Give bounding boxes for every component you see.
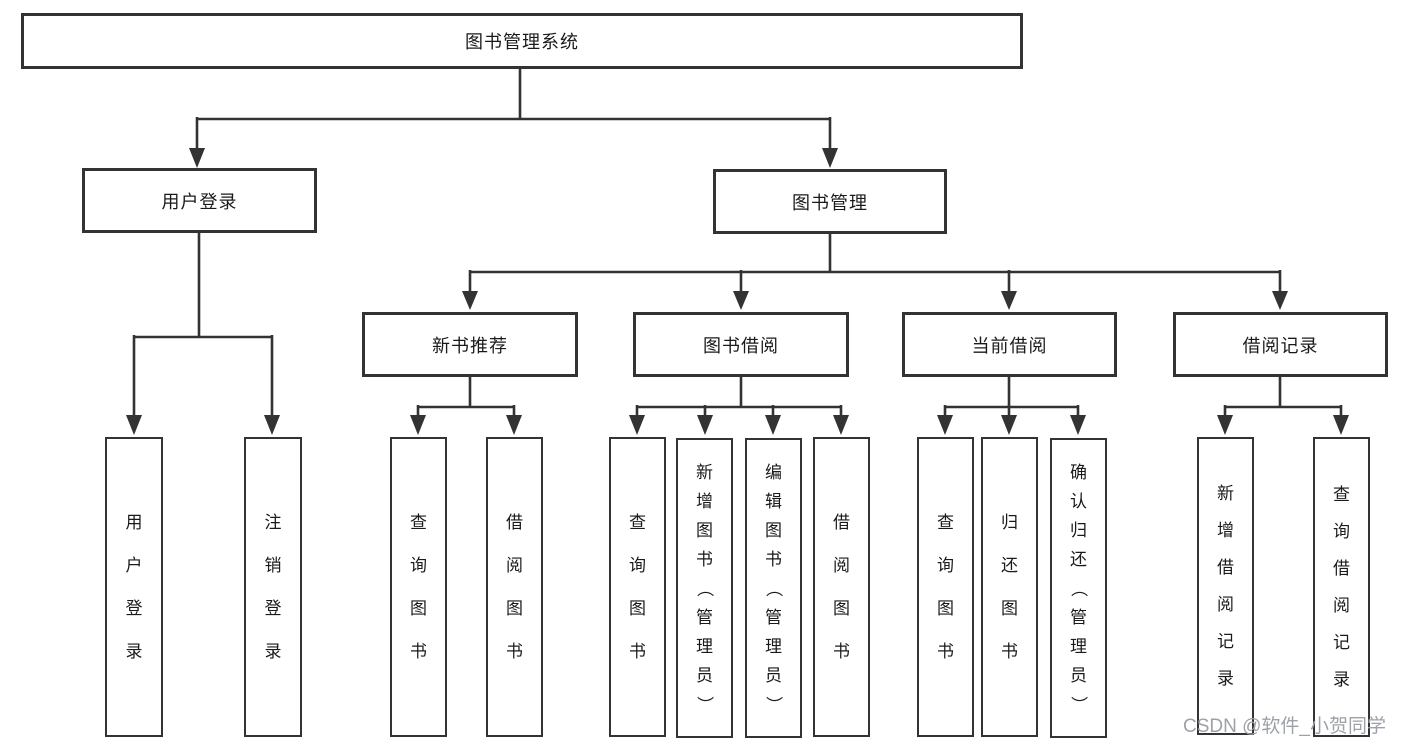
leaf-logout: 注销登录 <box>244 437 302 737</box>
node-book-borrow: 图书借阅 <box>633 312 849 377</box>
connector-records-children <box>1217 377 1349 435</box>
csdn-watermark: CSDN @软件_小贺同学 <box>1183 716 1386 737</box>
leaf-user-login: 用户登录 <box>105 437 163 737</box>
node-book-management: 图书管理 <box>713 169 947 234</box>
connector-borrow-children <box>629 377 849 435</box>
leaf-borrow-query-books: 查询图书 <box>609 437 666 737</box>
connector-bookmgmt-children <box>462 234 1288 310</box>
connector-root-to-level2 <box>189 68 838 168</box>
connector-newbook-children <box>410 377 522 435</box>
leaf-current-query-books: 查询图书 <box>917 437 974 737</box>
node-current-borrow: 当前借阅 <box>902 312 1117 377</box>
leaf-records-add-record: 新增借阅记录 <box>1197 437 1254 735</box>
leaf-borrow-add-books-admin: 新增图书（管理员） <box>676 438 733 738</box>
leaf-newbook-query-books: 查询图书 <box>390 437 447 737</box>
connector-userlogin-children <box>126 232 280 435</box>
connector-current-children <box>937 377 1086 435</box>
leaf-current-confirm-return-admin: 确认归还（管理员） <box>1050 438 1107 738</box>
leaf-current-return-books: 归还图书 <box>981 437 1038 737</box>
node-borrow-records: 借阅记录 <box>1173 312 1388 377</box>
leaf-newbook-borrow-books: 借阅图书 <box>486 437 543 737</box>
leaf-borrow-borrow-books: 借阅图书 <box>813 437 870 737</box>
node-user-login: 用户登录 <box>82 168 317 233</box>
leaf-records-query-record: 查询借阅记录 <box>1313 437 1370 737</box>
node-system-root: 图书管理系统 <box>21 13 1023 69</box>
leaf-borrow-edit-books-admin: 编辑图书（管理员） <box>745 438 802 738</box>
node-new-book-recommend: 新书推荐 <box>362 312 578 377</box>
